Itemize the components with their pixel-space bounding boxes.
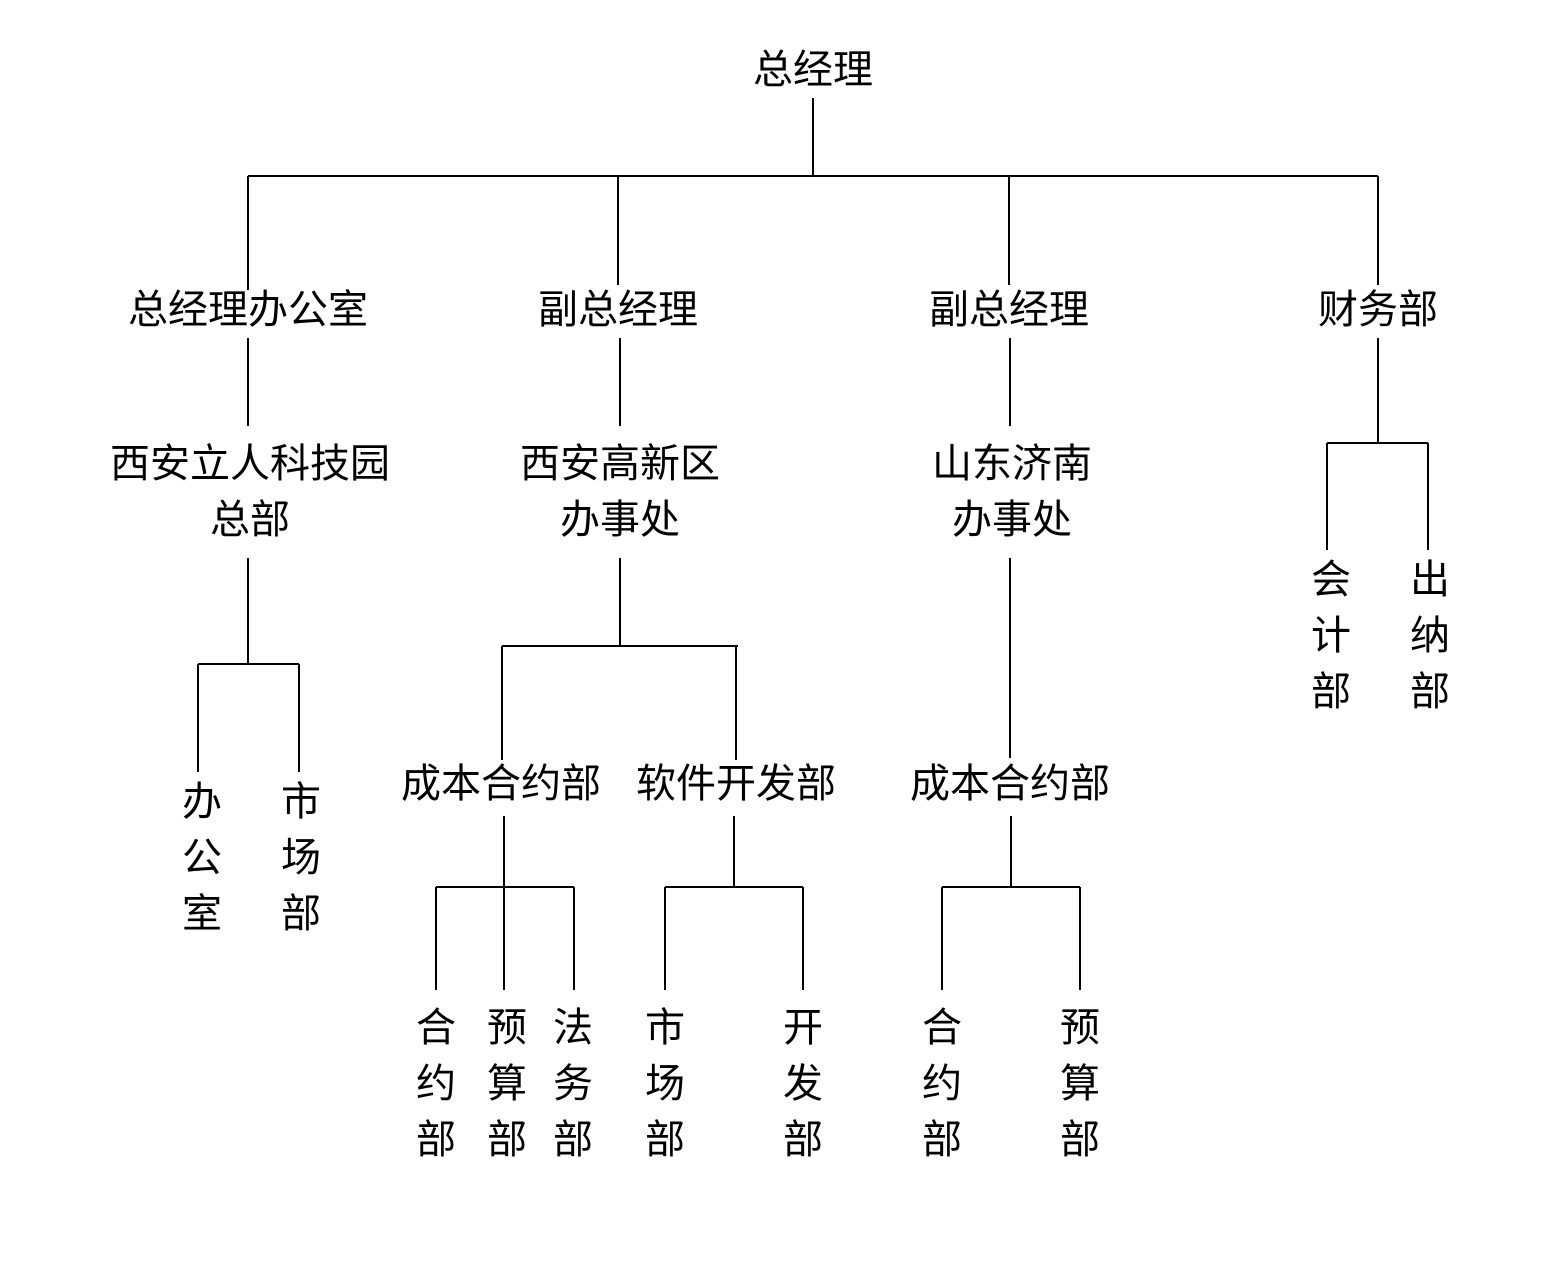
node-gx-legal: 法务部: [553, 1005, 593, 1163]
node-xian-hq-line1: 西安立人科技园: [110, 441, 390, 487]
node-sw-market: 市场部: [645, 1005, 685, 1163]
node-xian-hq-line2: 总部: [210, 497, 290, 543]
node-hq-office: 办公室: [182, 779, 222, 937]
node-finance-dept: 财务部: [1318, 287, 1438, 333]
node-jn-budget: 预算部: [1060, 1005, 1100, 1163]
node-general-manager: 总经理: [753, 47, 873, 93]
node-xian-gaoxin-office: 西安高新区 办事处: [520, 436, 720, 548]
node-xian-gaoxin-line1: 西安高新区: [520, 441, 720, 487]
node-vice-gm-xian: 副总经理: [538, 287, 698, 333]
node-gx-contract: 合约部: [416, 1005, 456, 1163]
node-gm-office: 总经理办公室: [128, 287, 368, 333]
node-jinan-line2: 办事处: [952, 497, 1072, 543]
node-vice-gm-jinan: 副总经理: [929, 287, 1089, 333]
node-fin-cashier: 出纳部: [1410, 557, 1450, 715]
node-gaoxin-cost-contract: 成本合约部: [401, 761, 601, 807]
node-jn-contract: 合约部: [922, 1005, 962, 1163]
node-gx-budget: 预算部: [487, 1005, 527, 1163]
node-gaoxin-software-dev: 软件开发部: [636, 761, 836, 807]
node-hq-market: 市场部: [281, 779, 321, 937]
node-xian-gaoxin-line2: 办事处: [560, 497, 680, 543]
node-jinan-cost-contract: 成本合约部: [910, 761, 1110, 807]
node-jinan-office: 山东济南 办事处: [932, 436, 1092, 548]
node-xian-hq: 西安立人科技园 总部: [110, 436, 390, 548]
node-sw-dev: 开发部: [783, 1005, 823, 1163]
node-fin-accounting: 会计部: [1311, 557, 1351, 715]
node-jinan-line1: 山东济南: [932, 441, 1092, 487]
